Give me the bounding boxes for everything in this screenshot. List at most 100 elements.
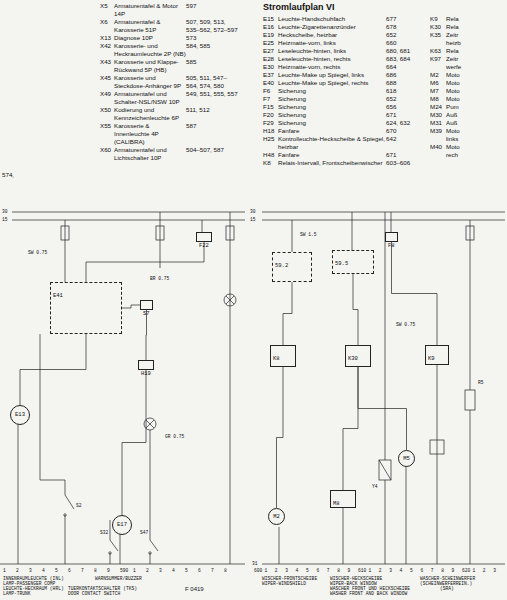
circuit-number: 4 xyxy=(42,568,45,573)
part-name: Zeitr werfe xyxy=(446,55,466,71)
circuit-number: 8 xyxy=(94,568,97,573)
part-name: Karosserie & Innenleuchte 4P (CALIBRA) xyxy=(114,122,186,146)
part-code: H48 xyxy=(263,151,278,159)
part-name: Leuchte-Handschuhfach xyxy=(278,15,386,23)
component-code: S2 xyxy=(76,503,82,508)
component-box: H19 xyxy=(138,360,154,370)
circuit-number: 9 xyxy=(452,568,455,573)
part-name: Rela xyxy=(446,47,466,55)
page-ref: 597 xyxy=(186,2,238,10)
component-box: 59.2 xyxy=(272,252,312,282)
part-name: Auß xyxy=(446,111,466,119)
list-row: X45Karosserie und Steckdose-Anhänger 9P5… xyxy=(100,74,238,90)
component-box: 59.5 xyxy=(332,250,374,274)
list-row: K30Rela xyxy=(430,23,466,31)
component-box: S7 xyxy=(140,300,153,310)
part-code: K8 xyxy=(263,159,278,167)
part-code: F6 xyxy=(263,87,278,95)
part-name: Leuchte-Make up Spiegel, rechts xyxy=(278,79,386,87)
page-ref: 671 xyxy=(386,111,424,119)
component-code: Y4 xyxy=(372,484,378,489)
component-code: M2 xyxy=(271,513,282,521)
wire-code: SW 1.5 xyxy=(300,232,317,237)
part-code: F15 xyxy=(263,103,278,111)
component-box: K9 xyxy=(425,345,449,365)
part-name: Armaturentafel und Schalter-NSL/NSW 10P xyxy=(114,90,186,106)
circuit-number: 1 xyxy=(472,568,475,573)
wire xyxy=(353,274,358,345)
page-ref: 573 xyxy=(186,34,238,42)
part-name: Karosserie und Klappe-Rückwand 5P (HB) xyxy=(114,58,186,74)
rail-name: 30 xyxy=(2,209,8,214)
circuit-number: 6 xyxy=(316,568,319,573)
part-name: Zeitr heizb xyxy=(446,31,466,47)
circuit-number: 3 xyxy=(389,568,392,573)
circuit-number: 1 xyxy=(368,568,371,573)
circuit-number: 2 xyxy=(379,568,382,573)
part-code: K63 xyxy=(430,47,446,55)
page-ref: 507, 509, 513, 535–562, 572–597 xyxy=(186,18,238,34)
circuit-number: 4 xyxy=(172,568,175,573)
page-ref: 678 xyxy=(386,23,424,31)
part-name: Rela xyxy=(446,15,466,23)
part-code: K30 xyxy=(430,23,446,31)
list-row: H25Kontrolleuchte-Heckscheibe & Spiegel,… xyxy=(263,135,424,151)
wire xyxy=(283,282,292,345)
component-code: 59.2 xyxy=(273,262,290,270)
part-name: Auß xyxy=(446,119,466,127)
part-name: Moto links xyxy=(446,127,466,143)
part-code: M24 xyxy=(430,103,446,111)
part-name: Armaturentafel und Lichtschalter 10P xyxy=(114,146,186,162)
circuit-caption: WARNSUMMER/BUZZER xyxy=(95,576,142,581)
component-code: 59.5 xyxy=(333,260,350,268)
part-code: X5 xyxy=(100,2,114,10)
component-box: F22 xyxy=(196,232,212,242)
circuit-number: 1 xyxy=(3,568,6,573)
component-code: K30 xyxy=(346,355,360,363)
list-row: M39Moto links xyxy=(430,127,466,143)
part-name: Karosserie- und Heckraumleuchte 2P (NB) xyxy=(114,42,186,58)
part-code: H25 xyxy=(263,135,278,143)
component-code: M5 xyxy=(401,455,412,463)
part-name: Sicherung xyxy=(278,119,386,127)
part-code: X42 xyxy=(100,42,114,50)
component-box: M8 xyxy=(330,490,356,508)
list-row: X13Diagnose 10P573 xyxy=(100,34,238,42)
list-row: F6Sicherung618 xyxy=(263,87,424,95)
wire xyxy=(392,242,438,345)
sheet-title: Stromlaufplan VI xyxy=(263,2,335,12)
part-code: E28 xyxy=(263,55,278,63)
lamp-symbols xyxy=(144,294,236,430)
part-code: K97 xyxy=(430,55,446,63)
page-ref: 686 xyxy=(386,71,424,79)
component-box: E41 xyxy=(50,282,122,334)
wire xyxy=(122,305,140,308)
part-code: E19 xyxy=(263,31,278,39)
page-ref: 504–507, 587 xyxy=(186,146,238,154)
component-circle: M2 xyxy=(268,508,285,525)
list-row: H48Fanfare671 xyxy=(263,151,424,159)
list-row: F29Sicherung624, 632 xyxy=(263,119,424,127)
circuit-number: 600 xyxy=(254,568,262,573)
part-code: M7 xyxy=(430,87,446,95)
list-row: X43Karosserie und Klappe-Rückwand 5P (HB… xyxy=(100,58,238,74)
list-row: M30Auß xyxy=(430,111,466,119)
rail-name: 15 xyxy=(2,217,8,222)
page-ref: 677 xyxy=(386,15,424,23)
list-row: K8Relais-Intervall, Frontscheibenwischer… xyxy=(263,159,424,167)
circuit-number: 9 xyxy=(348,568,351,573)
part-name: Pum xyxy=(446,103,466,111)
list-row: M7Moto xyxy=(430,87,466,95)
page-ref: 587 xyxy=(186,122,238,130)
circuit-number: 8 xyxy=(441,568,444,573)
wire xyxy=(122,370,146,515)
circuit-number: 3 xyxy=(493,568,496,573)
circuit-number: 7 xyxy=(81,568,84,573)
part-name: Rela xyxy=(446,23,466,31)
component-code: F8 xyxy=(386,242,397,250)
circuit-number: 5 xyxy=(306,568,309,573)
list-row: E16Leuchte-Zigarettenanzünder678 xyxy=(263,23,424,31)
circuit-number: 2 xyxy=(146,568,149,573)
part-name: Leseleuchte-hinten, links xyxy=(278,47,386,55)
